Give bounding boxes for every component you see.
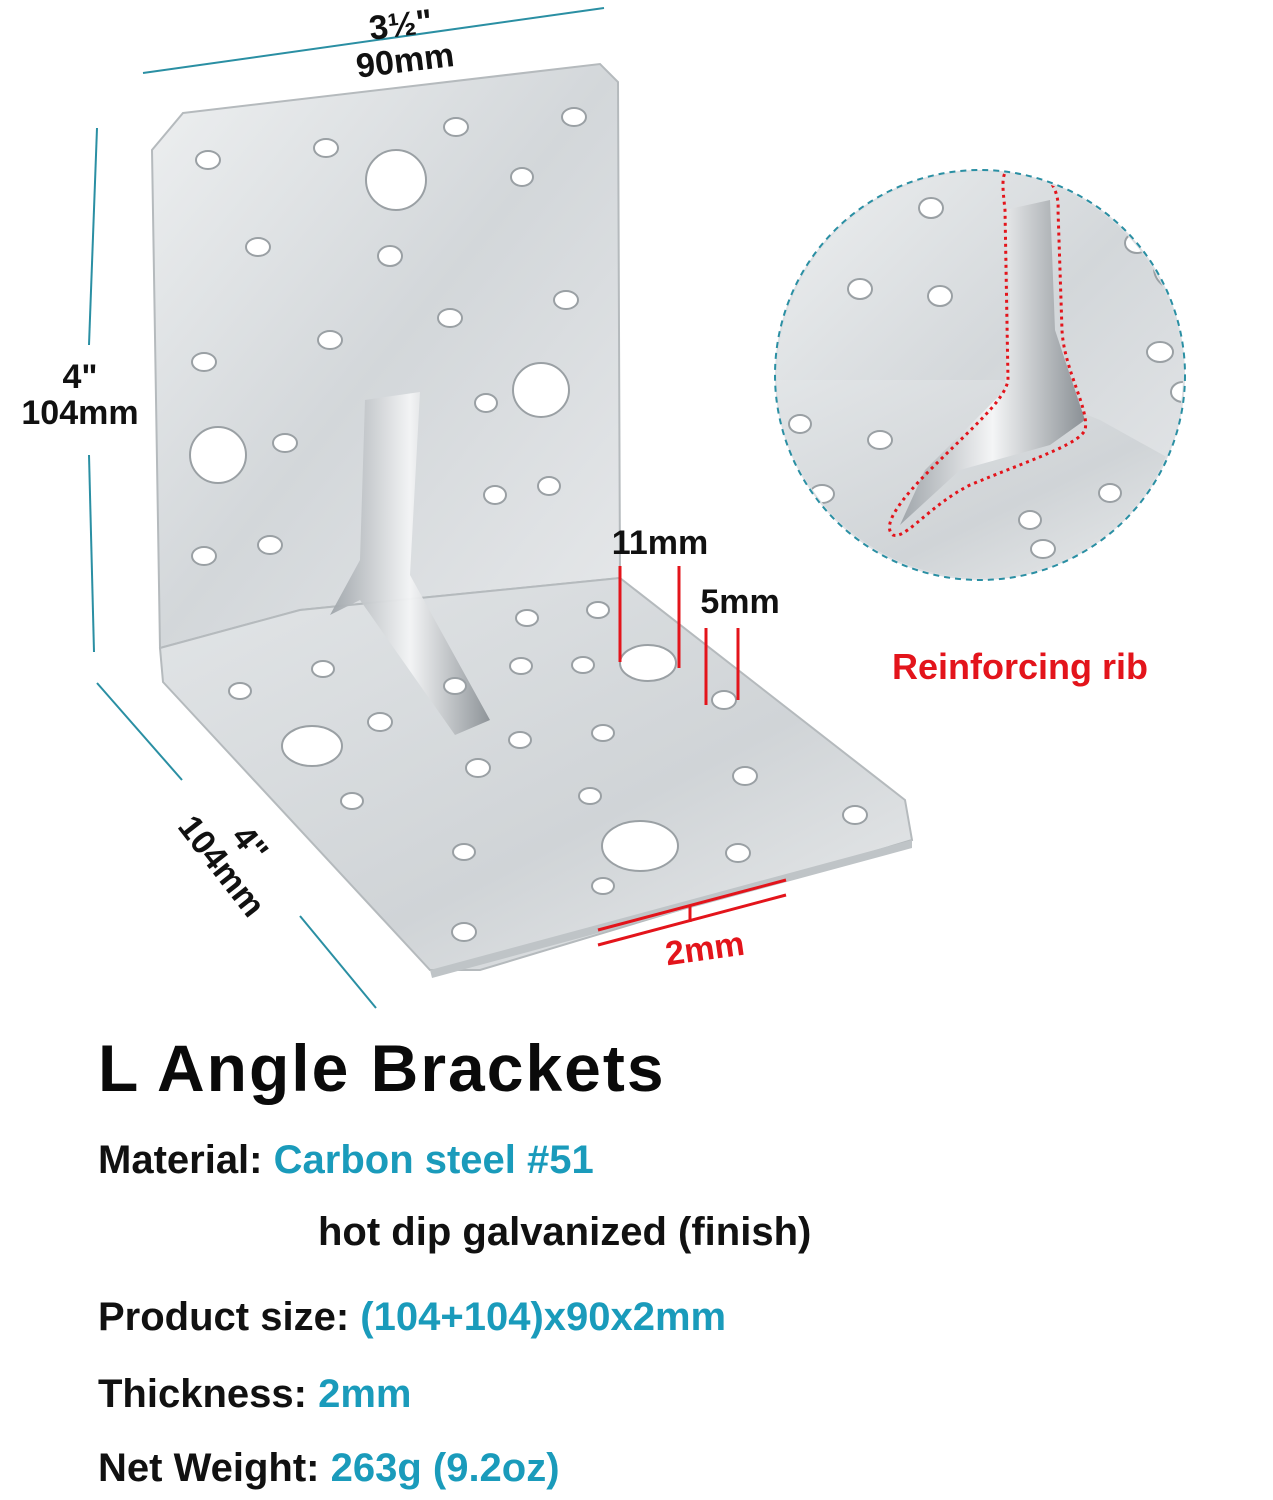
bracket-rib — [330, 392, 490, 735]
product-title: L Angle Brackets — [98, 1031, 666, 1105]
rib-zoom-callout — [774, 169, 1186, 581]
weight-row: Net Weight: 263g (9.2oz) — [98, 1446, 560, 1491]
bracket-horizontal-leg — [158, 576, 914, 978]
size-label: Product size: — [98, 1295, 350, 1339]
material-value: Carbon steel #51 — [273, 1138, 594, 1182]
material-label: Material: — [98, 1138, 263, 1182]
bracket-holes — [189, 107, 868, 942]
thickness-value: 2mm — [318, 1372, 412, 1416]
finish-text: hot dip galvanized (finish) — [318, 1210, 812, 1254]
product-illustration: 3½" 90mm 4" 104mm 4" 104mm 11mm 5mm 2mm … — [0, 2, 1186, 1009]
dimension-guides — [88, 7, 605, 1009]
size-value: (104+104)x90x2mm — [360, 1295, 727, 1339]
bracket-drawing — [88, 7, 1186, 1009]
size-row: Product size: (104+104)x90x2mm — [98, 1295, 726, 1340]
left-height-inch: 4" — [62, 358, 98, 396]
reinforcing-rib-label: Reinforcing rib — [891, 646, 1148, 687]
thickness-row: Thickness: 2mm — [98, 1372, 411, 1417]
red-dimension-marks — [597, 566, 787, 947]
hole-large-label: 11mm — [611, 524, 709, 562]
hole-small-label: 5mm — [700, 583, 780, 621]
thickness-label: Thickness: — [98, 1372, 307, 1416]
weight-label: Net Weight: — [98, 1446, 320, 1490]
material-row: Material: Carbon steel #51 — [98, 1138, 594, 1183]
left-height-label: 4" 104mm — [0, 358, 160, 432]
weight-value: 263g (9.2oz) — [330, 1446, 560, 1490]
left-height-mm: 104mm — [21, 393, 139, 432]
